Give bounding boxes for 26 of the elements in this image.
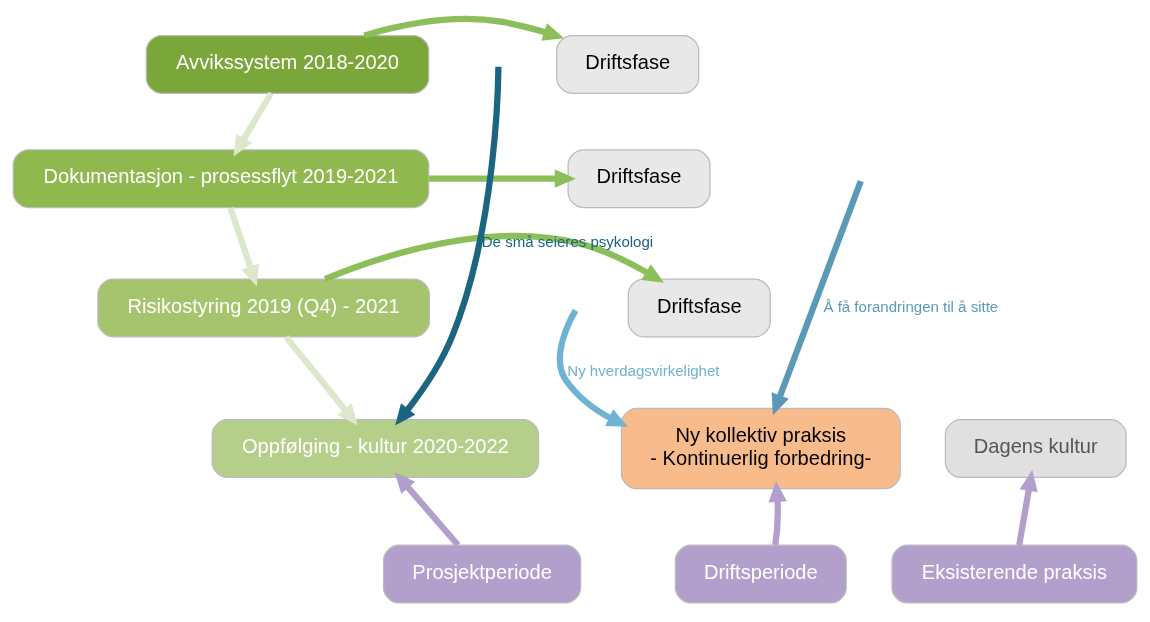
node-box: Prosjektperiode: [382, 544, 582, 604]
node-box: Avvikssystem 2018-2020: [145, 34, 430, 94]
arrow: [363, 15, 565, 41]
node-box: Driftsfase: [627, 278, 771, 338]
node-box: Driftsperiode: [674, 544, 847, 604]
node-box: Eksisterende praksis: [891, 544, 1138, 604]
arrow: [428, 169, 576, 188]
arrow: [323, 232, 665, 283]
node-box: Risikostyring 2019 (Q4) - 2021: [97, 278, 430, 338]
node-box: Dagens kultur: [944, 419, 1127, 479]
node-box: Oppfølging - kultur 2020-2022: [211, 419, 540, 479]
node-box: Driftsfase: [567, 149, 711, 209]
node-box: Ny kollektiv praksis - Kontinuerlig forbedring-: [620, 407, 901, 490]
arrow: [771, 179, 864, 416]
arrow: [1016, 470, 1038, 546]
arrow: [395, 66, 502, 426]
arrow: [233, 91, 274, 157]
node-box: Driftsfase: [556, 34, 700, 94]
edge-label: Å få forandringen til å sitte: [823, 297, 999, 315]
arrow: [768, 480, 787, 546]
arrow: [556, 308, 628, 427]
arrow: [394, 471, 461, 548]
node-box: Dokumentasjon - prosessflyt 2019-2021: [12, 149, 430, 209]
arrow: [283, 335, 358, 426]
arrow: [227, 207, 259, 287]
edge-label: Ny hverdagsvirkelighet: [567, 362, 720, 380]
